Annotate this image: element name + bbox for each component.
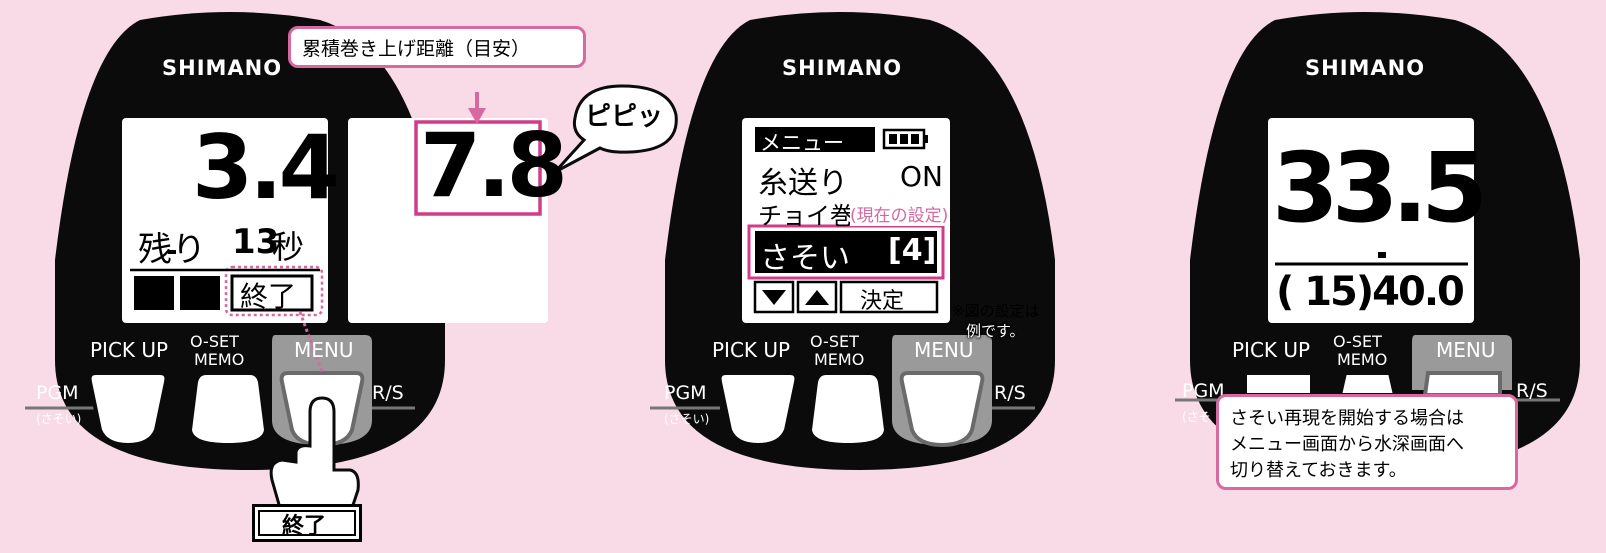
lcd-block-1 xyxy=(134,276,174,310)
popup-screen xyxy=(348,118,548,323)
button-oset-2 xyxy=(807,371,889,448)
label-pgm-3: PGM xyxy=(1182,380,1225,402)
button-pgm-3 xyxy=(1243,371,1314,397)
beep-text: ピピッ xyxy=(585,102,664,132)
label-oset-1: O-SET xyxy=(190,332,239,351)
button-menu-3 xyxy=(1422,371,1502,397)
label-rs-1: R/S xyxy=(372,382,404,404)
info-line-1: さそい再現を開始する場合は xyxy=(1230,408,1464,429)
brand-logo-3: SHIMANO xyxy=(1305,56,1426,80)
screen-3 xyxy=(1268,118,1474,323)
button-menu-2 xyxy=(899,371,985,448)
main-value-3: 33.5 xyxy=(1272,132,1488,244)
button-pgm-2 xyxy=(717,371,799,448)
brand-logo-2: SHIMANO xyxy=(782,56,903,80)
lcd-block-2 xyxy=(180,276,220,310)
menu-row3-label: さそい xyxy=(760,241,850,276)
brand-logo-1: SHIMANO xyxy=(162,56,283,80)
info-callout xyxy=(1216,394,1518,490)
info-line-3: 切り替えておきます。 xyxy=(1230,460,1407,481)
label-pickup-2: PICK UP xyxy=(712,338,791,362)
label-menu-3: MENU xyxy=(1436,338,1496,362)
callout-total-distance xyxy=(288,26,586,68)
label-pickup-3: PICK UP xyxy=(1232,338,1311,362)
menu-row1-value: ON xyxy=(900,160,943,193)
menu-title: メニュー xyxy=(760,131,844,155)
remaining-value: 13 xyxy=(232,222,280,262)
example-note-1: ※図の設定は xyxy=(952,302,1040,320)
label-pgm-sub-2: (さそい) xyxy=(664,412,710,426)
label-rs-2: R/S xyxy=(994,382,1026,404)
label-memo-3: MEMO xyxy=(1337,350,1388,369)
button-oset-3 xyxy=(1337,371,1398,397)
info-line-2: メニュー画面から水深画面へ xyxy=(1230,434,1464,455)
label-oset-3: O-SET xyxy=(1333,332,1382,351)
label-rs-3: R/S xyxy=(1516,380,1548,402)
label-pgm-sub-1: (さそい) xyxy=(36,412,82,426)
current-setting-label: (現在の設定) xyxy=(850,201,949,226)
pointing-hand xyxy=(269,396,360,510)
callout-total-distance-text: 累積巻き上げ距離（目安） xyxy=(302,38,531,60)
screen-1 xyxy=(122,118,328,323)
label-menu-1: MENU xyxy=(294,338,354,362)
beep-bubble xyxy=(553,84,678,174)
end-button-callout-text: 終了 xyxy=(282,514,327,539)
sub-value-3: ( 15)40.0 xyxy=(1276,269,1465,315)
label-menu-2: MENU xyxy=(914,338,974,362)
decide-label: 決定 xyxy=(860,289,905,314)
end-label-lcd: 終了 xyxy=(240,280,297,313)
menu-row1-label: 糸送り xyxy=(758,166,848,201)
main-value-1: 3.4 xyxy=(192,116,340,219)
button-pgm-1 xyxy=(87,371,169,448)
remaining-label: 残り xyxy=(138,230,206,270)
label-oset-2: O-SET xyxy=(810,332,859,351)
remaining-unit: 秒 xyxy=(272,228,305,266)
label-pgm-1: PGM xyxy=(36,382,79,404)
label-pgm-2: PGM xyxy=(664,382,707,404)
label-pgm-sub-3: (さそ xyxy=(1182,410,1211,424)
popup-value: 7.8 xyxy=(420,114,568,217)
button-oset-1 xyxy=(187,371,269,448)
label-memo-2: MEMO xyxy=(814,350,865,369)
menu-row3-value: [4] xyxy=(888,233,937,268)
menu-row2-label: チョイ巻 xyxy=(758,202,854,230)
label-memo-1: MEMO xyxy=(194,350,245,369)
label-pickup-1: PICK UP xyxy=(90,338,169,362)
example-note-2: 例です。 xyxy=(966,322,1025,340)
end-button-callout xyxy=(252,504,362,542)
